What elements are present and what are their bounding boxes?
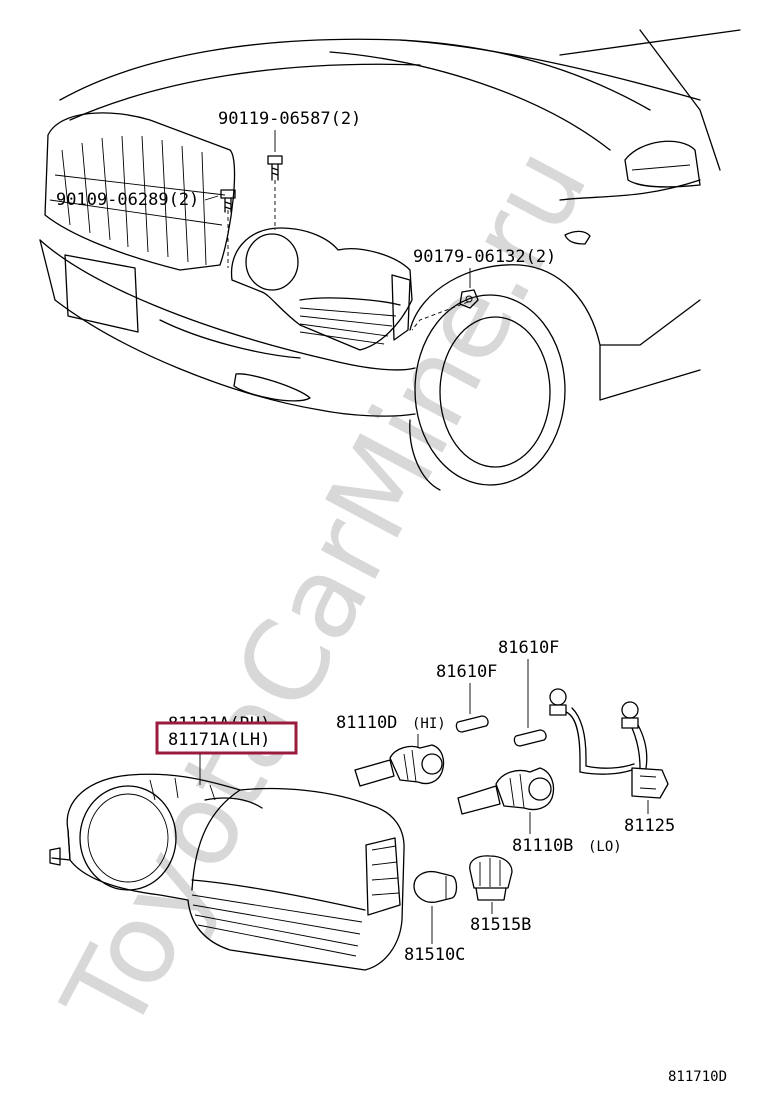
- callout-81110D-suffix: (HI): [412, 716, 446, 732]
- car-front-illustration: [39, 29, 741, 491]
- small-bulb-1-icon[interactable]: [455, 715, 489, 733]
- callout-81171A-LH[interactable]: 81171A(LH): [168, 730, 270, 750]
- callout-90119-06587[interactable]: 90119-06587(2): [218, 109, 361, 129]
- nut-fender-icon[interactable]: [459, 289, 479, 309]
- callout-90179-06132[interactable]: 90179-06132(2): [413, 247, 556, 267]
- diagram-code: 811710D: [668, 1069, 727, 1085]
- callout-81510C[interactable]: 81510C: [404, 945, 465, 965]
- side-bulb-icon[interactable]: [413, 870, 458, 903]
- highlight-box: [155, 721, 298, 755]
- callout-81110D[interactable]: 81110D: [336, 713, 397, 733]
- small-bulb-2-icon[interactable]: [513, 729, 547, 747]
- callout-81610F-2[interactable]: 81610F: [498, 638, 559, 658]
- callout-81110B[interactable]: 81110B: [512, 836, 573, 856]
- bolt-upper-icon[interactable]: [267, 155, 283, 181]
- bolt-grille-icon[interactable]: [220, 189, 236, 213]
- callout-90109-06289[interactable]: 90109-06289(2): [56, 190, 199, 210]
- bulb-lo-icon[interactable]: [457, 767, 555, 815]
- callout-81610F-1[interactable]: 81610F: [436, 662, 497, 682]
- headlamp-housing-icon[interactable]: [49, 773, 405, 971]
- callout-81515B[interactable]: 81515B: [470, 915, 531, 935]
- bulb-hi-icon[interactable]: [354, 744, 445, 787]
- callout-81125[interactable]: 81125: [624, 816, 675, 836]
- socket-icon[interactable]: [469, 855, 513, 901]
- callout-81110B-suffix: (LO): [588, 839, 622, 855]
- wire-harness-icon[interactable]: [549, 688, 669, 799]
